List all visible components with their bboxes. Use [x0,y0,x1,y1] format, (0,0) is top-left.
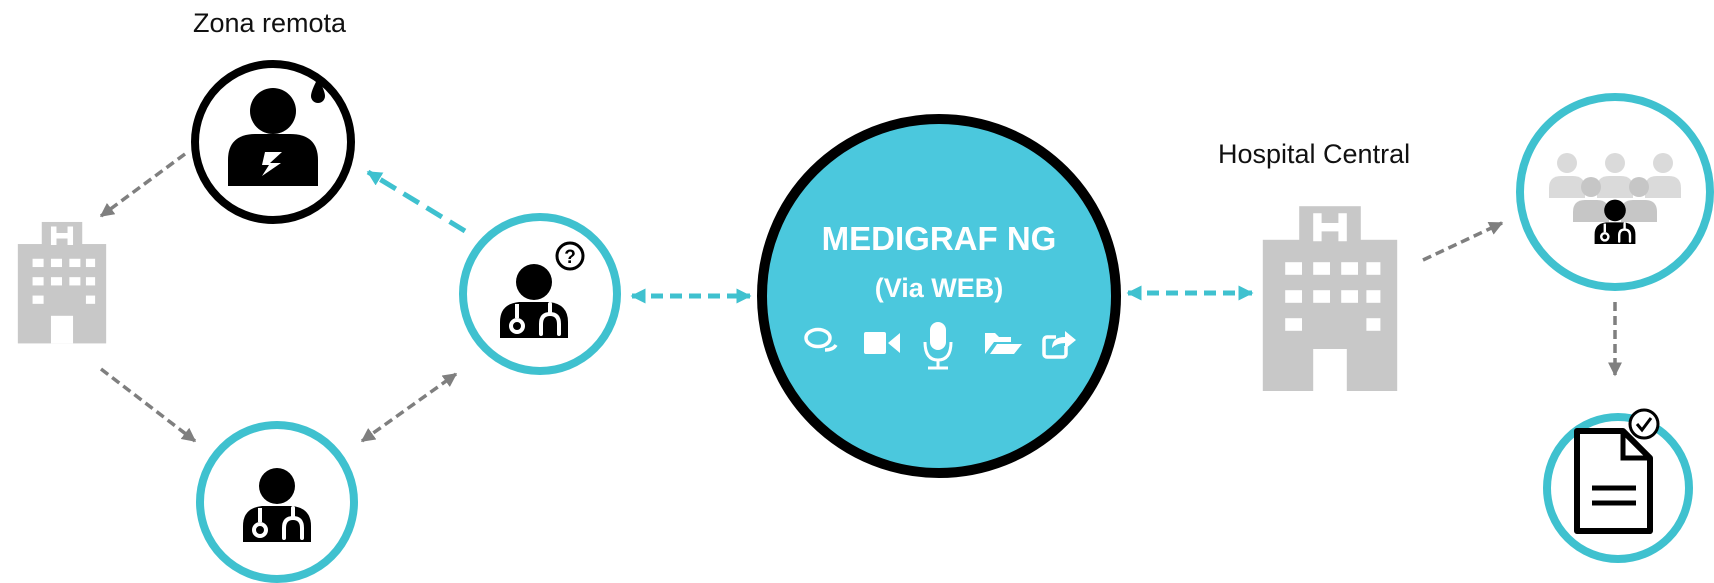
arrow-local-doctor-to-consultant [360,372,458,443]
medigraf-subtitle: (Via WEB) [874,273,1004,303]
local-doctor-node [196,421,358,583]
arrow-consultant-to-patient [366,169,467,234]
local-hospital-icon [18,222,106,343]
document-check-icon [1574,408,1660,534]
medigraf-hub [757,114,1121,478]
medigraf-title: MEDIGRAF NG [821,220,1057,257]
sick-patient-icon [228,78,325,186]
remote-patient-node [191,60,355,224]
arrow-hospital-to-patient [99,152,187,218]
connectors [99,152,1622,443]
video-camera-icon [864,332,900,354]
specialists-group-icon [1549,153,1681,246]
report-node [1543,408,1693,563]
central-hospital-label: Hospital Central [1218,139,1411,169]
arrow-central-hospital-to-specialists [1422,221,1504,262]
remote-zone-label: Zona remota [193,8,347,38]
specialists-node [1516,93,1714,291]
folder-open-icon [985,333,1022,354]
central-hospital-icon [1263,206,1397,391]
chat-icon [804,327,838,352]
question-icon: ? [555,241,585,271]
svg-text:?: ? [564,247,576,268]
arrow-hospital-to-local-doctor [99,367,197,443]
share-icon [1042,330,1076,359]
microphone-icon [923,322,953,370]
consulting-doctor-node: ? [459,213,621,375]
